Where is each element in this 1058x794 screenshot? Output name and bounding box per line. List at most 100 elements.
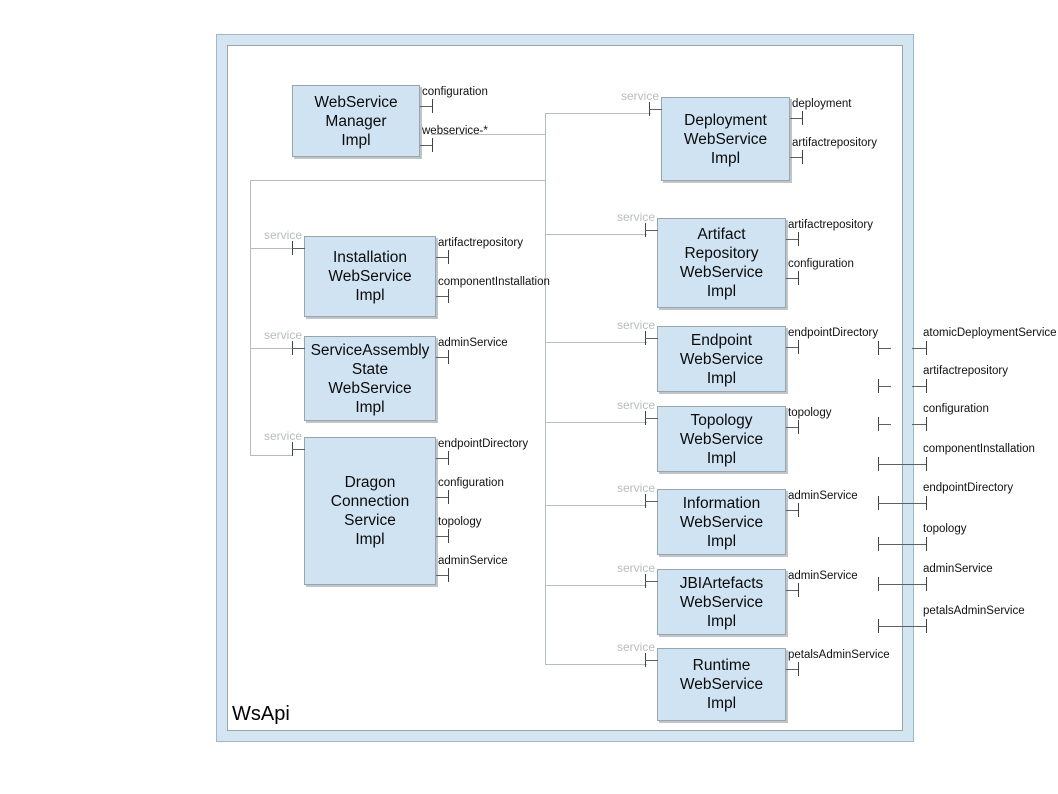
port-label-webservice-manager-impl-configuration: configuration [422, 86, 488, 98]
port-stub-dragon-connection-service-impl-topology [436, 536, 448, 537]
port-label-artifact-repository-webservice-impl-artifactrepository: artifactrepository [788, 219, 874, 231]
frame-port-outer-stub-artifactrepository [912, 386, 926, 387]
frame-port-outer-stub-atomicDeploymentService [912, 348, 926, 349]
port-stub-artifact-repository-webservice-impl-configuration [786, 278, 798, 279]
port-tick-webservice-manager-impl-configuration [432, 99, 433, 113]
port-label-dragon-connection-service-impl-adminService: adminService [438, 555, 508, 567]
port-tick-dragon-connection-service-impl-adminService [448, 568, 449, 582]
port-label-dragon-connection-service-impl-topology: topology [438, 516, 482, 528]
port-stub-installation-webservice-impl-artifactrepository [436, 257, 448, 258]
center-branch-endpoint [545, 342, 647, 343]
left-branch-dragon [250, 455, 292, 456]
port-label-endpoint-webservice-impl-endpointDirectory: endpointDirectory [788, 327, 879, 339]
port-tick-topology-webservice-impl-topology [798, 420, 799, 434]
port-stub-serviceassembly-state-webservice-impl-service [292, 348, 305, 349]
port-tick-endpoint-webservice-impl-endpointDirectory [798, 340, 799, 354]
port-label-artifact-repository-webservice-impl-configuration: configuration [788, 258, 854, 270]
port-stub-information-webservice-impl-adminService [786, 510, 798, 511]
port-label-artifact-repository-webservice-impl-service: service [617, 210, 656, 224]
port-label-dragon-connection-service-impl-service: service [264, 429, 303, 443]
frame-port-outer-tick-petalsAdminService [926, 619, 927, 633]
left-branch-serviceassembly [250, 348, 292, 349]
frame-port-label-artifactrepository: artifactrepository [923, 365, 1009, 377]
frame-port-inner-stub-topology [878, 544, 914, 545]
port-label-information-webservice-impl-service: service [617, 481, 656, 495]
frame-port-inner-stub-petalsAdminService [878, 626, 914, 627]
port-stub-deployment-webservice-impl-deployment [790, 118, 802, 119]
port-label-webservice-manager-impl-webservice-*: webservice-* [422, 125, 488, 137]
port-tick-deployment-webservice-impl-deployment [802, 111, 803, 125]
center-branch-deployment [545, 113, 651, 114]
frame-port-label-endpointDirectory: endpointDirectory [923, 482, 1014, 494]
port-stub-topology-webservice-impl-service [645, 418, 658, 419]
center-branch-runtime [545, 664, 647, 665]
frame-port-inner-stub-adminService [878, 584, 914, 585]
left-branch-installation [250, 248, 292, 249]
port-label-installation-webservice-impl-artifactrepository: artifactrepository [438, 237, 524, 249]
port-stub-topology-webservice-impl-topology [786, 427, 798, 428]
center-trunk-vertical [545, 113, 546, 664]
port-tick-dragon-connection-service-impl-topology [448, 529, 449, 543]
port-tick-deployment-webservice-impl-artifactrepository [802, 150, 803, 164]
port-tick-webservice-manager-impl-webservice-* [432, 138, 433, 152]
frame-port-label-adminService: adminService [923, 563, 993, 575]
frame-port-label-petalsAdminService: petalsAdminService [923, 605, 1025, 617]
port-label-installation-webservice-impl-service: service [264, 228, 303, 242]
center-branch-topology [545, 422, 647, 423]
port-stub-endpoint-webservice-impl-endpointDirectory [786, 347, 798, 348]
left-trunk-vertical [250, 180, 251, 455]
port-tick-serviceassembly-state-webservice-impl-adminService [448, 350, 449, 364]
port-label-topology-webservice-impl-service: service [617, 398, 656, 412]
frame-port-label-componentInstallation: componentInstallation [923, 443, 1035, 455]
port-label-jbiartefacts-webservice-impl-service: service [617, 561, 656, 575]
frame-port-outer-stub-componentInstallation [912, 464, 926, 465]
port-label-serviceassembly-state-webservice-impl-service: service [264, 328, 303, 342]
frame-port-outer-stub-topology [912, 544, 926, 545]
port-stub-dragon-connection-service-impl-configuration [436, 497, 448, 498]
port-label-runtime-webservice-impl-petalsAdminService: petalsAdminService [788, 649, 890, 661]
port-tick-dragon-connection-service-impl-endpointDirectory [448, 451, 449, 465]
port-stub-deployment-webservice-impl-artifactrepository [790, 157, 802, 158]
port-label-jbiartefacts-webservice-impl-adminService: adminService [788, 570, 858, 582]
port-stub-artifact-repository-webservice-impl-service [645, 230, 658, 231]
port-label-dragon-connection-service-impl-endpointDirectory: endpointDirectory [438, 438, 529, 450]
frame-port-outer-stub-endpointDirectory [912, 503, 926, 504]
port-tick-information-webservice-impl-adminService [798, 503, 799, 517]
port-stub-serviceassembly-state-webservice-impl-adminService [436, 357, 448, 358]
port-label-runtime-webservice-impl-service: service [617, 640, 656, 654]
port-label-dragon-connection-service-impl-configuration: configuration [438, 477, 504, 489]
port-stub-runtime-webservice-impl-petalsAdminService [786, 669, 798, 670]
frame-port-outer-tick-configuration [926, 417, 927, 431]
frame-port-outer-stub-configuration [912, 424, 926, 425]
left-trunk-top [250, 180, 545, 181]
frame-title: WsApi [232, 703, 290, 725]
port-stub-installation-webservice-impl-componentInstallation [436, 296, 448, 297]
port-stub-webservice-manager-impl-configuration [420, 106, 432, 107]
frame-port-inner-stub-configuration [878, 424, 891, 425]
frame-port-outer-stub-adminService [912, 584, 926, 585]
port-stub-runtime-webservice-impl-service [645, 660, 658, 661]
port-tick-artifact-repository-webservice-impl-artifactrepository [798, 232, 799, 246]
port-stub-artifact-repository-webservice-impl-artifactrepository [786, 239, 798, 240]
port-label-deployment-webservice-impl-artifactrepository: artifactrepository [792, 137, 878, 149]
port-stub-webservice-manager-impl-webservice-* [420, 145, 432, 146]
frame-port-outer-tick-adminService [926, 577, 927, 591]
